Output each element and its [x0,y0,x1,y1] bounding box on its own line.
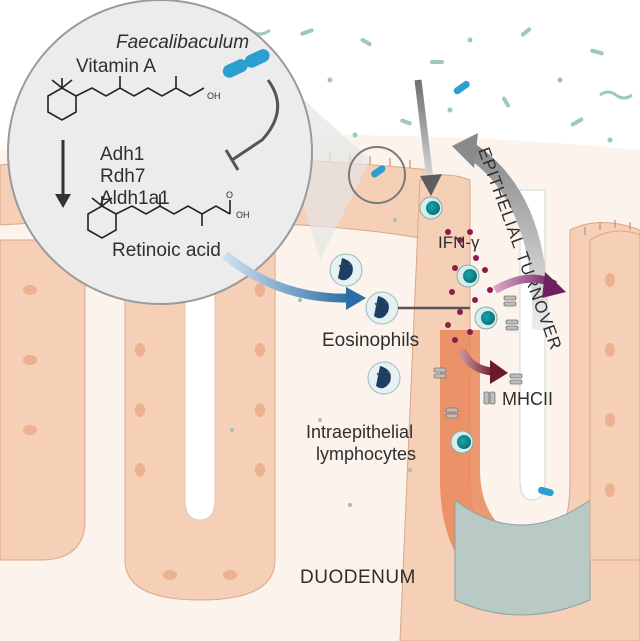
retinoic-acid-to-eosinophils-arrow [222,251,351,303]
vitamin-a-structure [47,76,205,121]
enzyme-rdh7-label: Rdh7 [100,166,145,187]
inhibition-bar [224,149,240,171]
acid-hydroxyl-label: OH [236,210,250,220]
bacterium-label: Faecalibaculum [116,32,249,53]
eosinophil-cell-icon [329,253,401,395]
retinoic-acid-structure [87,194,231,239]
mhcii-label: MHCII [502,389,553,409]
iel-label-line2: lymphocytes [316,444,416,464]
conversion-arrowhead [55,194,71,208]
epithelial-turnover-arrow [465,143,549,331]
faecalibaculum-bacterium-icon [222,49,270,78]
enzyme-aldh1a1-label: Aldh1a1 [100,188,170,209]
eosinophils-label: Eosinophils [322,330,419,351]
region-label: DUODENUM [300,567,416,588]
mhcii-receptor-icon [433,295,523,419]
zoom-target-circle [348,146,406,204]
ifn-to-turnover-arrowhead [542,272,566,298]
epithelial-turnover-arrowhead [452,133,478,168]
ifn-gamma-label: IFN-γ [438,233,480,252]
retinoic-acid-arrowhead [346,287,366,310]
ifn-to-mhcii-arrowhead [490,360,508,384]
faecalibaculum-in-lumen-icon [371,80,554,497]
zoom-lens [7,0,313,305]
retinoic-acid-label: Retinoic acid [112,240,221,261]
inhibition-arc [231,79,280,162]
lymphocyte-cell-icon [419,196,498,454]
vitamin-a-hydroxyl-label: OH [207,91,221,101]
lumen-to-ifn-arrow [414,79,434,181]
acid-oxygen-label: O [226,190,233,200]
vitamin-a-label: Vitamin A [76,56,156,77]
enzyme-adh1-label: Adh1 [100,144,144,165]
ifn-gamma-dot-icon [445,229,493,343]
iel-label-line1: Intraepithelial [306,422,413,442]
lumen-to-ifn-arrowhead [420,174,442,196]
lamina-propria-particles [230,218,412,507]
